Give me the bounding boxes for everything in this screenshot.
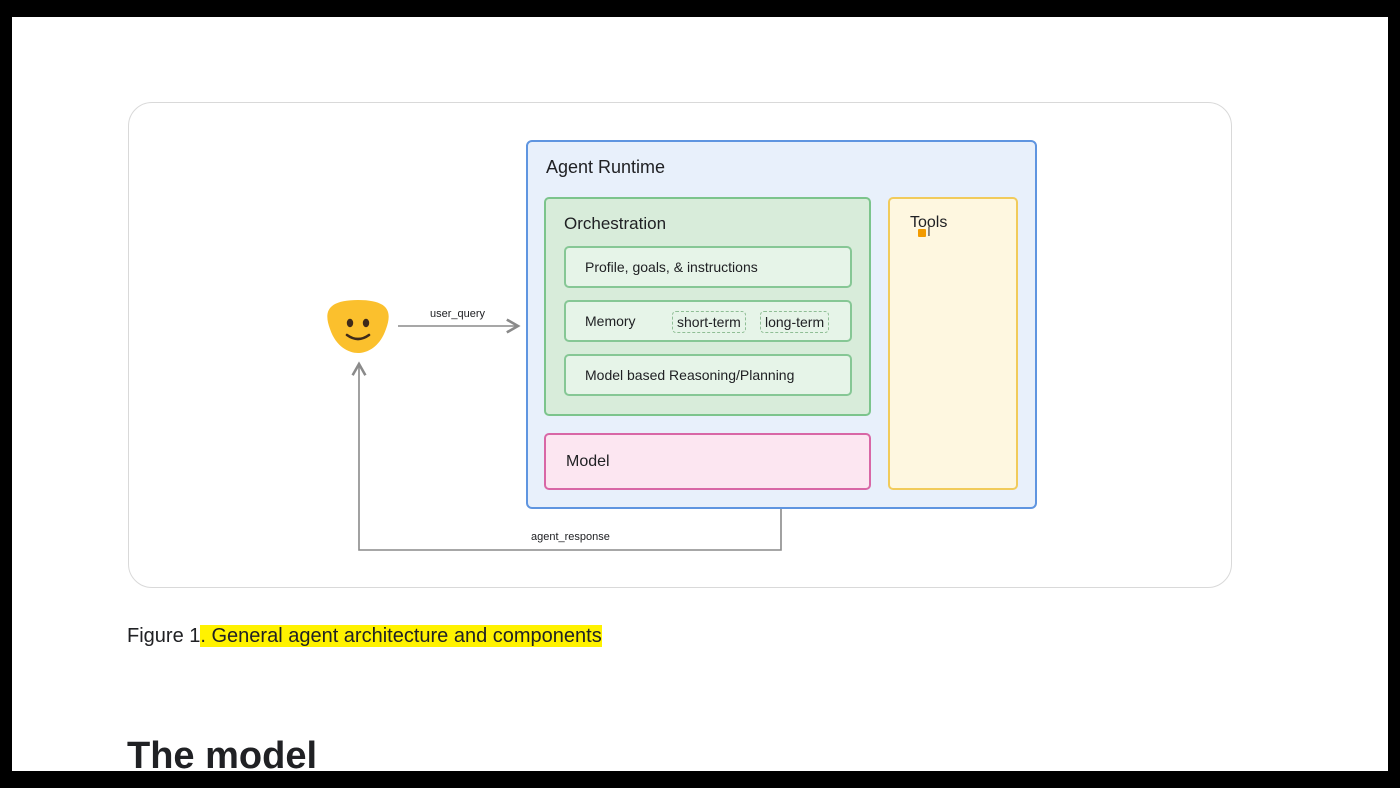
short-term-chip: short-term bbox=[672, 311, 746, 333]
tools-label: Tools bbox=[910, 214, 948, 231]
agent-runtime-title: Agent Runtime bbox=[546, 157, 666, 177]
text-cursor-icon: I bbox=[927, 223, 931, 239]
document-page: user_query agent_response Agent Runtime … bbox=[12, 17, 1388, 771]
orchestration-title: Orchestration bbox=[564, 214, 667, 233]
long-term-chip: long-term bbox=[760, 311, 830, 333]
model-label: Model bbox=[566, 452, 610, 470]
reasoning-planning-label: Model based Reasoning/Planning bbox=[585, 367, 795, 383]
memory-box: Memory short-term long-term bbox=[564, 300, 852, 342]
model-box: Model bbox=[544, 433, 871, 490]
memory-label: Memory bbox=[585, 313, 636, 329]
caption-highlighted-text: . General agent architecture and compone… bbox=[200, 625, 602, 647]
reasoning-planning-box: Model based Reasoning/Planning bbox=[564, 354, 852, 396]
user-query-label: user_query bbox=[430, 308, 486, 320]
figure-caption: Figure 1. General agent architecture and… bbox=[127, 625, 602, 648]
caption-prefix: Figure 1 bbox=[127, 625, 201, 647]
agent-response-arrow bbox=[351, 361, 782, 551]
cursor-marker-icon bbox=[918, 229, 926, 237]
section-heading: The model bbox=[127, 735, 318, 771]
agent-response-label: agent_response bbox=[531, 531, 610, 543]
user-icon bbox=[327, 300, 389, 353]
profile-goals-label: Profile, goals, & instructions bbox=[585, 259, 758, 275]
tools-box bbox=[888, 197, 1018, 490]
connector-layer bbox=[327, 300, 782, 551]
profile-goals-box: Profile, goals, & instructions bbox=[564, 246, 852, 288]
